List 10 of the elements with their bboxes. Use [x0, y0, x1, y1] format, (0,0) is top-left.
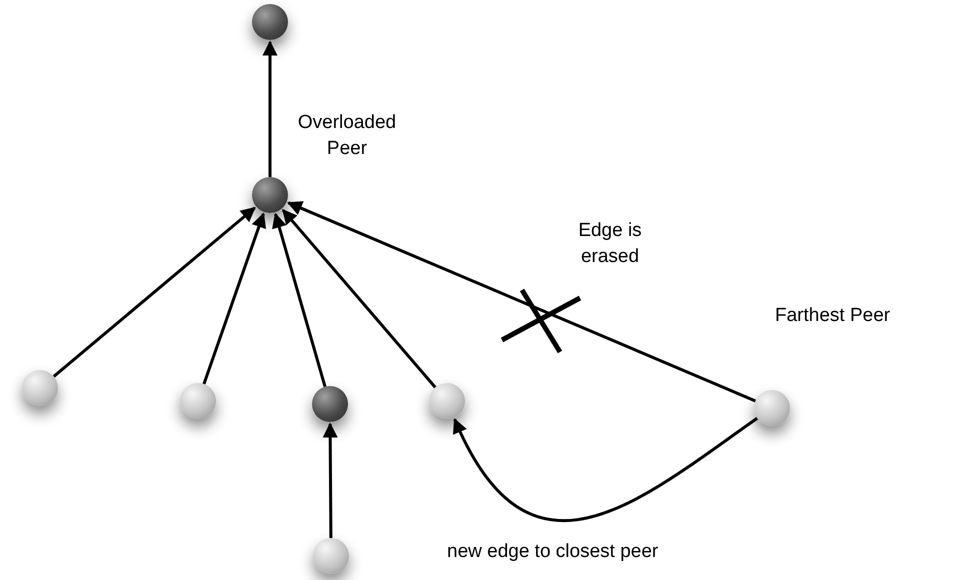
arrow — [272, 212, 326, 388]
node-label: Overloaded Peer — [296, 111, 398, 161]
arrow — [282, 209, 436, 388]
arrow — [52, 206, 256, 378]
arrow — [322, 422, 338, 538]
arrow — [202, 212, 266, 384]
arrow — [453, 417, 758, 522]
arrow — [262, 40, 278, 177]
arrow — [287, 201, 756, 402]
node-label: Farthest Peer — [775, 304, 890, 328]
